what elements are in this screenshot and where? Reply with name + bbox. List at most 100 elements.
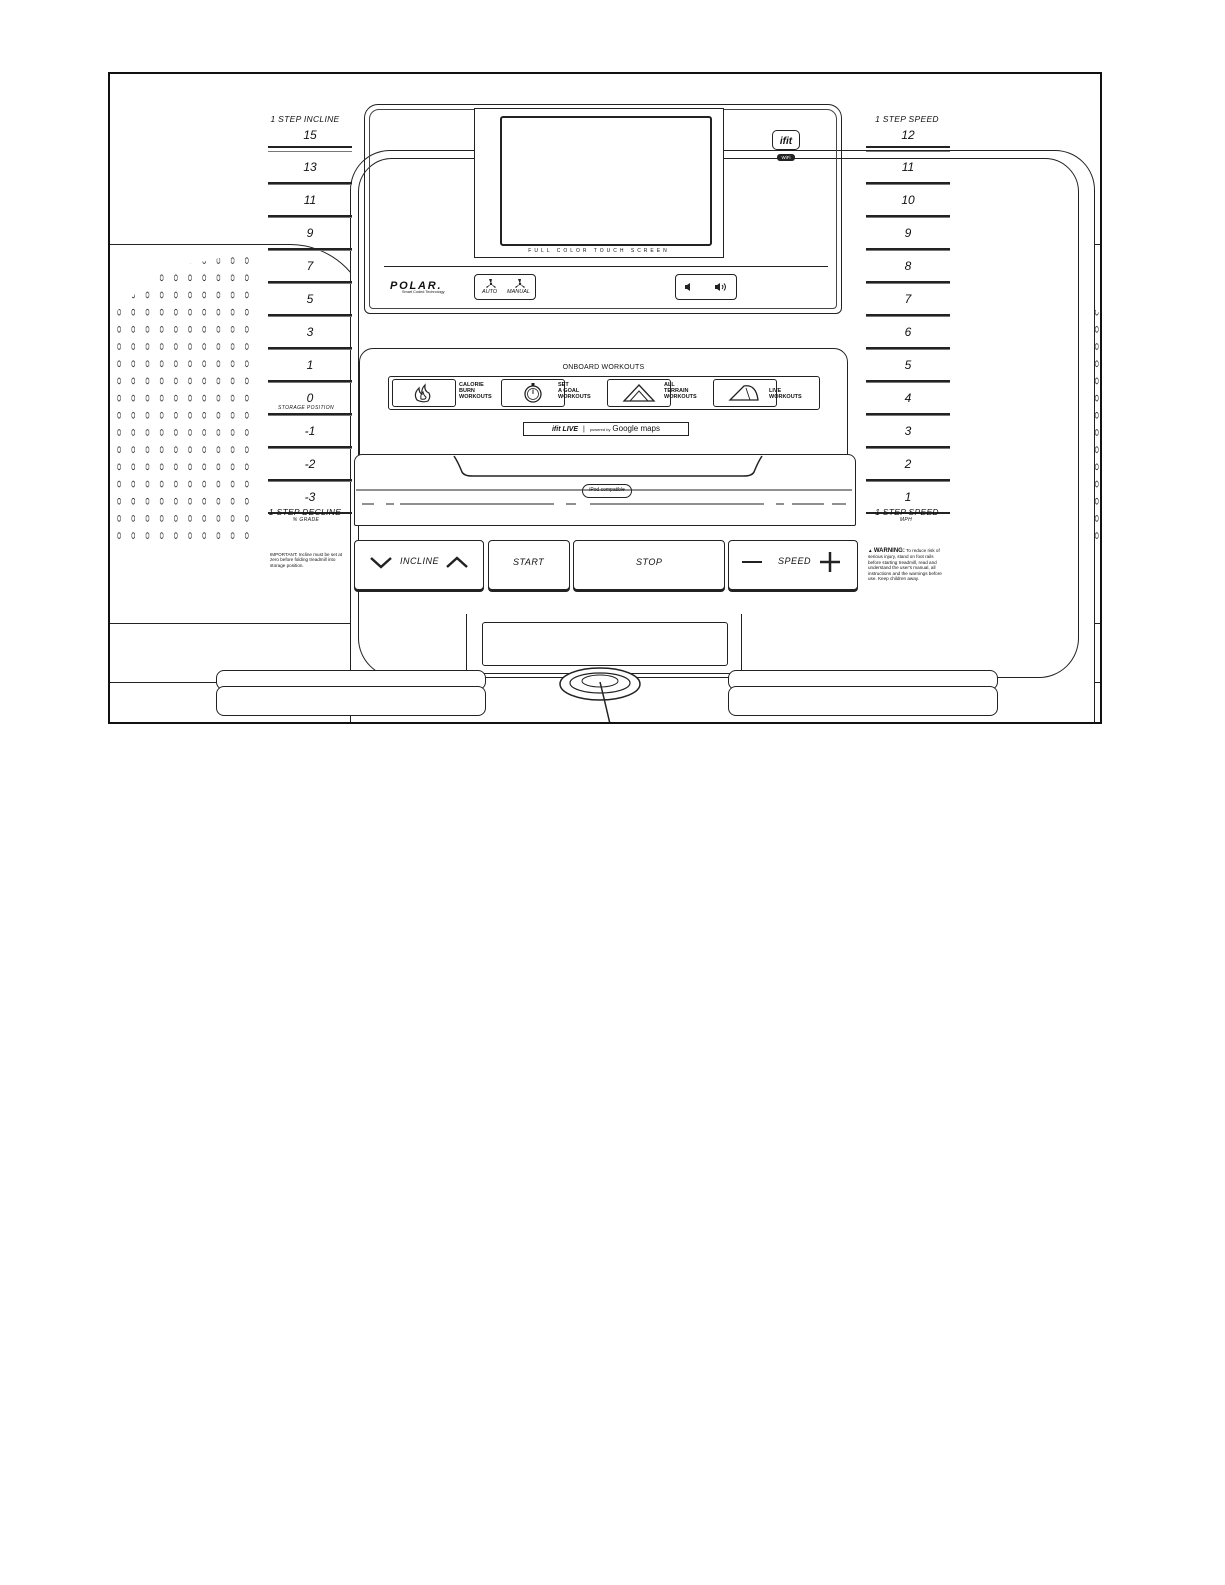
- ifit-logo: ifit: [772, 130, 800, 150]
- volume-up-button[interactable]: [712, 280, 730, 299]
- sail-icon: [728, 385, 759, 401]
- incline-bottom-caption: 1 STEP DECLINE: [268, 507, 342, 517]
- incline-speed-key[interactable]: 9: [268, 217, 352, 250]
- start-button[interactable]: START: [488, 540, 570, 590]
- speed-step-key[interactable]: 10: [866, 184, 950, 217]
- speed-step-key[interactable]: 6: [866, 316, 950, 349]
- chevron-down-icon: [370, 557, 392, 569]
- left-foot-rail-lower: [216, 686, 486, 716]
- set-a-goal-button[interactable]: [501, 379, 565, 407]
- incline-label: INCLINE: [400, 556, 440, 566]
- stop-label: STOP: [636, 557, 663, 567]
- stop-button[interactable]: STOP: [573, 540, 725, 590]
- speed-label: SPEED: [778, 556, 812, 566]
- display-bezel: [364, 104, 842, 314]
- fan-manual-label: MANUAL: [507, 289, 530, 295]
- volume-down-button[interactable]: [682, 280, 696, 299]
- incline-speed-key[interactable]: 1: [268, 349, 352, 382]
- stopwatch-icon: [524, 383, 542, 403]
- warning-triangle-icon: ▲: [868, 548, 873, 553]
- flame-icon: [414, 383, 431, 403]
- incline-speed-key[interactable]: 15: [268, 124, 352, 148]
- fan-button-group: [474, 274, 536, 300]
- speed-step-key[interactable]: 5: [866, 349, 950, 382]
- terrain-icon: [622, 384, 656, 402]
- display-divider: [384, 266, 828, 267]
- speed-step-key[interactable]: 1: [866, 481, 950, 514]
- speed-control: [728, 540, 858, 590]
- fan-auto-button[interactable]: AUTO: [478, 277, 504, 297]
- incline-speed-key[interactable]: 7: [268, 250, 352, 283]
- workouts-button-row: [388, 376, 820, 410]
- all-terrain-button[interactable]: [607, 379, 671, 407]
- storage-position-label: STORAGE POSITION: [277, 405, 335, 411]
- safety-key-clip: [559, 667, 641, 722]
- fan-icon: [486, 279, 496, 288]
- set-a-goal-label: SET A GOAL WORKOUTS: [558, 382, 591, 400]
- polar-brand: POLAR.: [390, 280, 443, 292]
- google-maps-text: Google maps: [612, 424, 661, 433]
- ifit-live-text: ifit LIVE: [551, 426, 579, 433]
- incline-speed-key[interactable]: 13: [268, 151, 352, 184]
- incline-speed-key[interactable]: 5: [268, 283, 352, 316]
- incline-control: [354, 540, 484, 590]
- live-workouts-label: LIVE WORKOUTS: [769, 388, 802, 400]
- workouts-title: ONBOARD WORKOUTS: [562, 364, 645, 371]
- speaker-low-icon: [685, 283, 690, 291]
- fan-manual-button[interactable]: MANUAL: [506, 277, 534, 297]
- key-slot-panel: [482, 622, 728, 666]
- polar-tagline: Smart Coded Technology: [402, 290, 445, 294]
- incline-speed-key[interactable]: -3: [268, 481, 352, 514]
- incline-speed-key[interactable]: -1: [268, 415, 352, 448]
- speed-scale-caption: 1 STEP SPEED: [875, 114, 939, 124]
- tray-lid-outline: [356, 455, 852, 505]
- all-terrain-label: ALL TERRAIN WORKOUTS: [664, 382, 697, 400]
- ipod-compatible-badge: iPod compatible: [582, 484, 632, 498]
- incline-speed-key[interactable]: 11: [268, 184, 352, 217]
- fan-auto-label: AUTO: [482, 289, 498, 295]
- speed-up-button[interactable]: [818, 550, 842, 579]
- speed-step-key[interactable]: 4: [866, 382, 950, 415]
- speed-unit-label: MPH: [899, 517, 913, 523]
- speed-step-key[interactable]: 9: [866, 217, 950, 250]
- incline-scale-caption: 1 STEP INCLINE: [270, 114, 340, 124]
- speed-bottom-caption: 1 STEP SPEED: [875, 507, 939, 517]
- incline-unit-label: % GRADE: [292, 517, 320, 523]
- speed-step-key[interactable]: 2: [866, 448, 950, 481]
- polar-logo: POLAR.: [390, 276, 442, 294]
- calorie-burn-button[interactable]: [392, 379, 456, 407]
- powered-by-text: powered by: [589, 427, 611, 432]
- safety-warning: ▲ WARNING: To reduce risk of serious inj…: [868, 548, 946, 581]
- speed-step-key[interactable]: 8: [866, 250, 950, 283]
- wifi-badge: WiFi: [777, 154, 795, 161]
- start-label: START: [513, 557, 545, 567]
- incline-speed-key[interactable]: 3: [268, 316, 352, 349]
- right-foot-rail-lower: [728, 686, 998, 716]
- incline-speed-key[interactable]: -2: [268, 448, 352, 481]
- live-workouts-button[interactable]: [713, 379, 777, 407]
- speaker-high-icon: [715, 283, 726, 291]
- speed-step-key[interactable]: 3: [866, 415, 950, 448]
- touch-screen[interactable]: [500, 116, 712, 246]
- warning-text: To reduce risk of serious injury, stand …: [868, 548, 942, 582]
- speed-down-button[interactable]: [740, 552, 764, 577]
- calorie-burn-label: CALORIE BURN WORKOUTS: [459, 382, 492, 400]
- incline-up-button[interactable]: [444, 552, 470, 577]
- speed-step-key[interactable]: 7: [866, 283, 950, 316]
- speed-step-key[interactable]: 11: [866, 151, 950, 184]
- warning-title: WARNING:: [873, 548, 905, 554]
- ifit-logo-text: ifit: [779, 136, 793, 147]
- speed-step-key[interactable]: 12: [866, 124, 950, 148]
- chevron-up-icon: [446, 556, 468, 568]
- wifi-badge-text: WiFi: [781, 155, 791, 160]
- screen-caption: FULL COLOR TOUCH SCREEN: [528, 248, 670, 254]
- incline-speed-key[interactable]: 0: [268, 382, 352, 415]
- incline-important-note: IMPORTANT: Incline must be set at zero b…: [270, 552, 343, 568]
- incline-down-button[interactable]: [368, 552, 394, 577]
- ifit-live-google-maps-logo: ifit LIVE | powered by Google maps: [523, 422, 689, 436]
- plus-icon: [820, 552, 840, 572]
- fan-icon: [515, 279, 525, 288]
- minus-icon: [742, 561, 762, 563]
- left-speaker-grille: [112, 252, 252, 542]
